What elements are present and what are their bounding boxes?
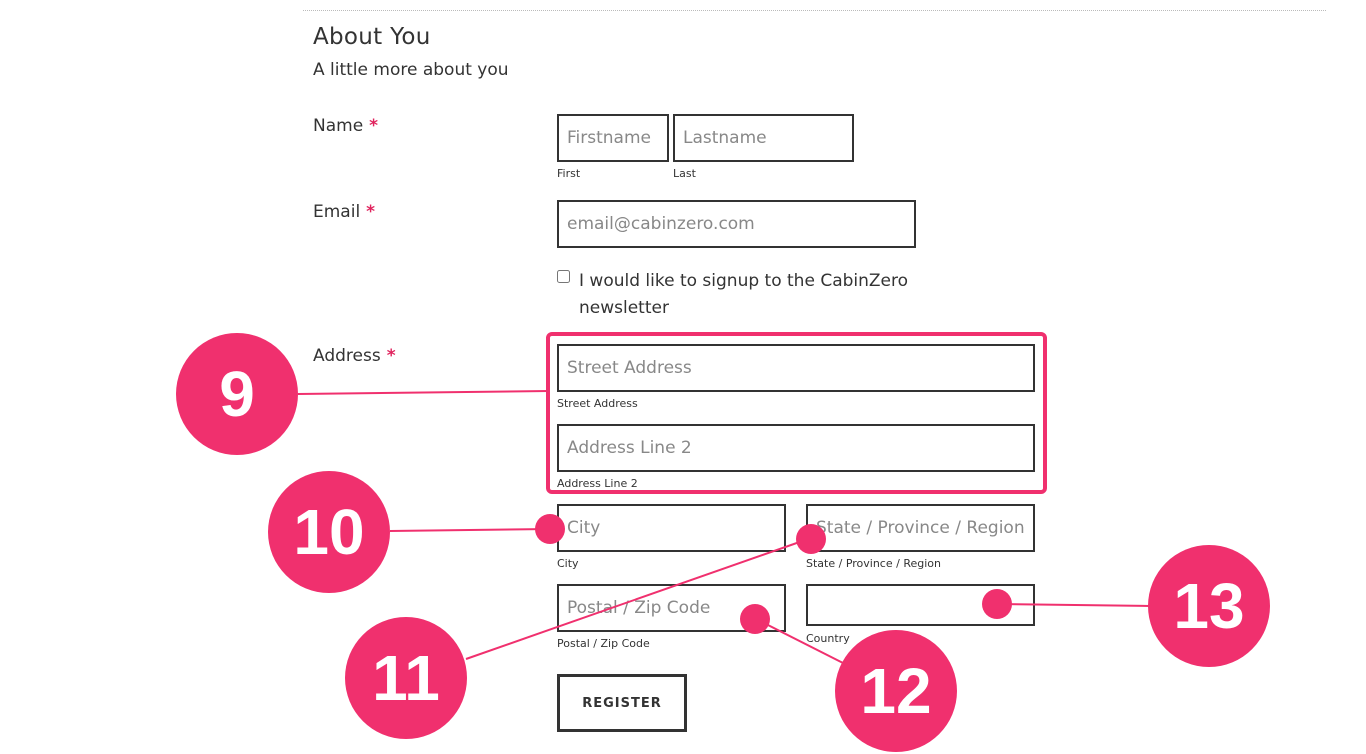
- annotation-badge-9: 9: [176, 333, 298, 455]
- lastname-input[interactable]: [673, 114, 854, 162]
- marker-dot-country: [982, 589, 1012, 619]
- name-label: Name*: [313, 116, 378, 136]
- country-sublabel: Country: [806, 632, 850, 645]
- leader-line-9: [297, 390, 550, 395]
- marker-dot-state: [796, 524, 826, 554]
- firstname-sublabel: First: [557, 167, 581, 180]
- leader-line-12: [755, 618, 846, 665]
- email-label-text: Email: [313, 202, 361, 222]
- city-input[interactable]: [557, 504, 786, 552]
- register-button[interactable]: REGISTER: [557, 674, 687, 732]
- address-label: Address*: [313, 346, 396, 366]
- postal-sublabel: Postal / Zip Code: [557, 637, 650, 650]
- name-label-text: Name: [313, 116, 364, 136]
- newsletter-label: I would like to signup to the CabinZero …: [579, 271, 909, 318]
- address-label-text: Address: [313, 346, 381, 366]
- newsletter-checkbox[interactable]: [557, 270, 570, 283]
- address-highlight-box: [546, 332, 1047, 494]
- leader-line-11: [465, 537, 812, 660]
- street-address-sublabel: Street Address: [557, 397, 638, 410]
- email-input[interactable]: [557, 200, 916, 248]
- marker-dot-city: [535, 514, 565, 544]
- annotation-badge-10: 10: [268, 471, 390, 593]
- lastname-sublabel: Last: [673, 167, 696, 180]
- annotation-badge-12: 12: [835, 630, 957, 752]
- leader-line-10: [389, 528, 551, 532]
- required-mark: *: [366, 202, 376, 222]
- leader-line-13: [996, 603, 1151, 607]
- required-mark: *: [369, 116, 379, 136]
- state-sublabel: State / Province / Region: [806, 557, 941, 570]
- address-line2-sublabel: Address Line 2: [557, 477, 638, 490]
- marker-dot-postal: [740, 604, 770, 634]
- annotation-badge-13: 13: [1148, 545, 1270, 667]
- annotation-badge-11: 11: [345, 617, 467, 739]
- address-line2-input[interactable]: [557, 424, 1035, 472]
- state-input[interactable]: [806, 504, 1035, 552]
- city-sublabel: City: [557, 557, 579, 570]
- section-subtitle: A little more about you: [313, 60, 509, 80]
- firstname-input[interactable]: [557, 114, 669, 162]
- street-address-input[interactable]: [557, 344, 1035, 392]
- email-label: Email*: [313, 202, 375, 222]
- required-mark: *: [386, 346, 396, 366]
- section-divider: [303, 10, 1326, 11]
- section-title: About You: [313, 24, 431, 50]
